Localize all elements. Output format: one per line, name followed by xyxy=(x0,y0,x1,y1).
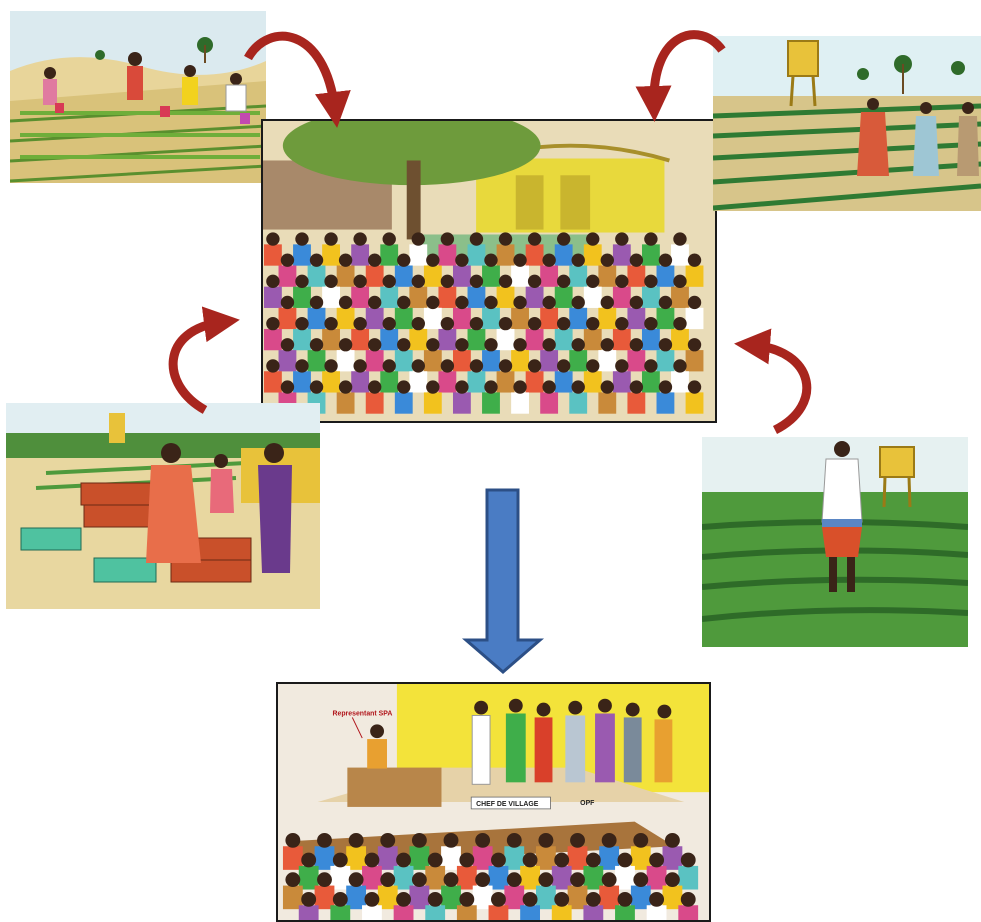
assembly-crowd xyxy=(263,232,704,414)
panel-field-inspection xyxy=(713,36,981,211)
down-arrow xyxy=(461,488,545,674)
panel-farmer-field xyxy=(702,437,968,647)
farmer-field-image xyxy=(702,437,968,647)
panel-watering-field xyxy=(10,11,266,183)
village-assembly-image xyxy=(263,121,715,421)
panel-committee-meeting: Representant SPA CHEF DE VILLAGE OPF xyxy=(276,682,711,922)
meeting-audience xyxy=(282,832,699,920)
label-representant-spa: Representant SPA xyxy=(332,710,392,717)
committee-meeting-image: Representant SPA CHEF DE VILLAGE OPF xyxy=(278,684,709,920)
curved-arrow-top-right xyxy=(635,30,726,122)
curved-arrow-mid-right xyxy=(734,328,812,435)
label-chef-de-village: CHEF DE VILLAGE xyxy=(476,801,539,808)
curved-arrow-mid-left xyxy=(168,306,240,414)
label-opf: OPF xyxy=(580,800,594,807)
watering-field-image xyxy=(10,11,266,183)
panel-village-assembly xyxy=(261,119,717,423)
panel-market-sale xyxy=(6,403,320,609)
field-inspection-image xyxy=(713,36,981,211)
market-sale-image xyxy=(6,403,320,609)
